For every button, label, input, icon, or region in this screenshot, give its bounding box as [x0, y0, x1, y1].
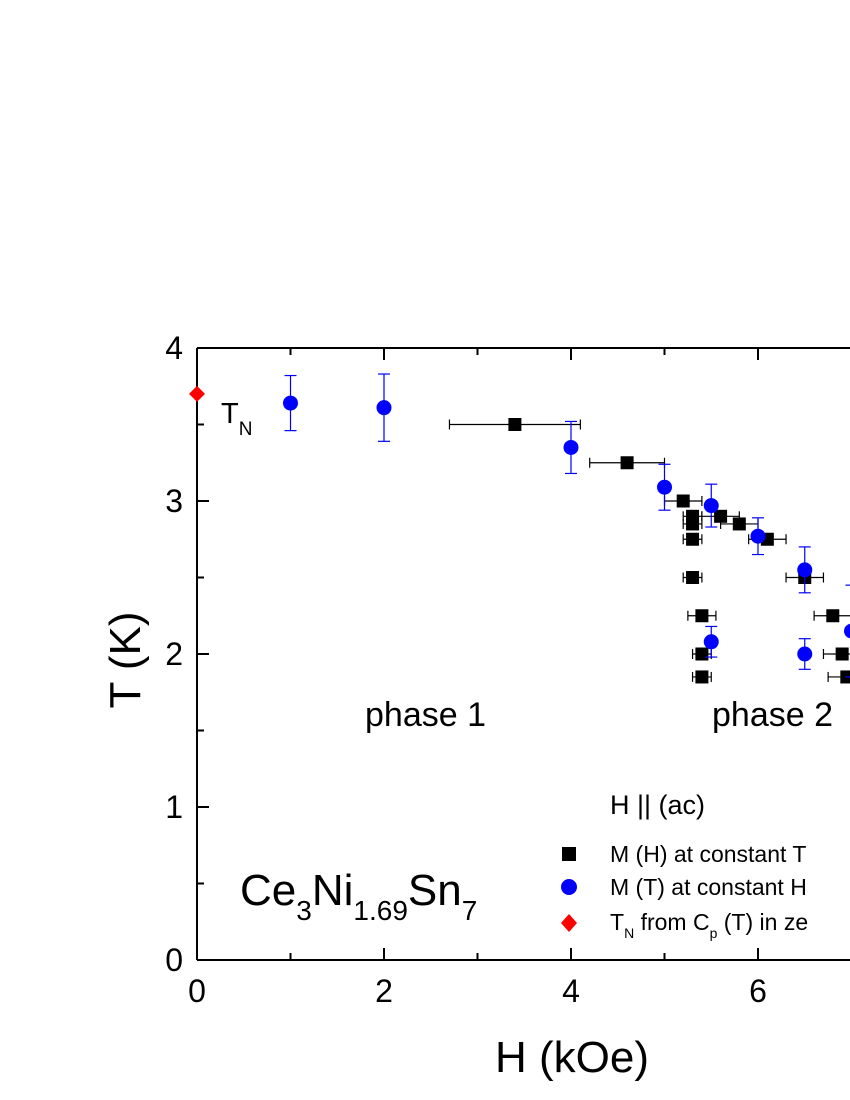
legend-tn-rest: (T) in ze	[717, 909, 808, 935]
x-axis-title: H (kOe)	[495, 1033, 649, 1082]
data-point-square	[686, 532, 700, 546]
data-point-circle	[703, 634, 719, 650]
compound-sn-sub: 7	[462, 895, 478, 926]
compound-ni: Ni	[312, 866, 354, 915]
data-point-circle	[283, 395, 298, 411]
y-tick-label: 0	[165, 942, 183, 978]
legend-marker-diamond	[561, 914, 577, 932]
data-point-square	[835, 647, 849, 661]
data-point-diamond	[189, 385, 205, 402]
data-point-square	[695, 670, 709, 684]
legend-tn-from: from C	[634, 909, 709, 935]
data-point-square	[508, 418, 522, 431]
legend-title: H || (ac)	[610, 790, 705, 820]
series-diamond	[189, 385, 205, 402]
data-point-circle	[703, 498, 719, 514]
y-tick-label: 3	[165, 483, 183, 519]
data-point-square	[714, 509, 728, 523]
data-point-square	[620, 456, 634, 470]
compound-ni-sub: 1.69	[353, 895, 408, 926]
data-point-square	[695, 647, 709, 661]
y-tick-label: 4	[165, 330, 183, 366]
series-circle	[283, 373, 850, 678]
legend-label-tn: TN from Cp (T) in ze	[610, 909, 808, 941]
x-tick-label: 2	[375, 973, 393, 1009]
legend-label-mh: M (H) at constant T	[610, 841, 806, 867]
y-tick-label: 2	[165, 636, 183, 672]
compound-formula: Ce3Ni1.69Sn7	[240, 866, 477, 926]
data-point-square	[676, 494, 690, 508]
data-point-circle	[563, 439, 579, 455]
data-point-circle	[797, 562, 813, 578]
data-layer	[189, 373, 850, 684]
legend: H || (ac) M (H) at constant T M (T) at c…	[561, 790, 808, 941]
phase-2-label: phase 2	[712, 696, 833, 734]
phase-1-label: phase 1	[365, 696, 486, 734]
tn-annotation: TN	[221, 398, 252, 440]
data-point-square	[686, 517, 700, 531]
axis-ticks	[196, 347, 759, 961]
data-point-circle	[797, 646, 813, 662]
data-point-circle	[376, 400, 392, 416]
data-point-square	[840, 670, 850, 684]
data-point-circle	[750, 528, 766, 544]
y-axis-title: T (K)	[101, 612, 150, 709]
legend-tn-sub: N	[624, 925, 634, 941]
legend-label-mt: M (T) at constant H	[610, 874, 807, 900]
data-point-circle	[657, 479, 672, 495]
tn-annotation-sub: N	[239, 419, 253, 440]
x-tick-label: 6	[749, 973, 767, 1009]
legend-marker-square	[562, 847, 576, 861]
compound-ce-sub: 3	[296, 895, 312, 926]
x-tick-label: 0	[188, 973, 206, 1009]
data-point-square	[826, 609, 840, 623]
legend-tn-main: T	[610, 909, 624, 935]
data-point-square	[695, 609, 709, 623]
legend-cp-sub: p	[710, 925, 718, 941]
series-square	[448, 418, 850, 684]
x-tick-label: 4	[562, 973, 580, 1009]
y-tick-label: 1	[165, 789, 183, 825]
axis-tick-labels: 0 2 4 6 0 1 2 3 4	[165, 330, 767, 1009]
data-point-square	[686, 571, 700, 584]
data-point-square	[732, 517, 746, 531]
data-point-circle	[844, 623, 850, 639]
compound-sn: Sn	[408, 866, 462, 915]
compound-ce: Ce	[240, 866, 296, 915]
tn-annotation-main: T	[221, 398, 239, 430]
legend-marker-circle	[561, 879, 577, 895]
